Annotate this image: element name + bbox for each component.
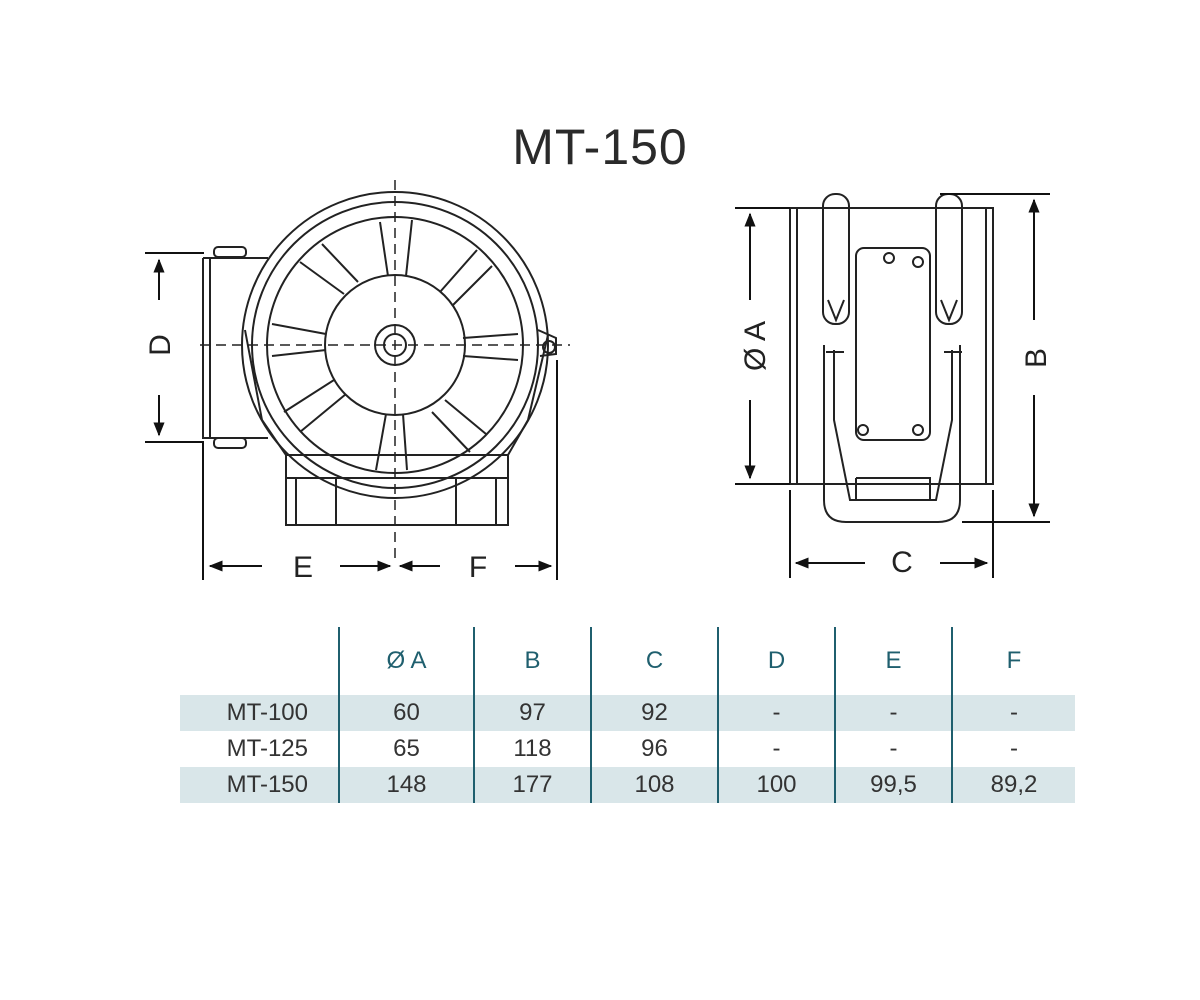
column-header: E [834, 627, 952, 695]
table-cell: 97 [473, 695, 591, 731]
mounting-tab [537, 329, 557, 357]
technical-drawing: D E F Ø A B C [144, 180, 1053, 584]
table-cell: - [717, 695, 835, 731]
duct-body [789, 207, 994, 485]
table-header-row: Ø A B C D E F [180, 627, 1075, 695]
row-model: MT-125 [226, 735, 308, 762]
side-dimensions [735, 193, 1050, 578]
table-cell: 148 [338, 767, 474, 803]
page-title: MT-150 [512, 119, 688, 175]
row-model: MT-150 [180, 767, 339, 803]
table-cell: 177 [473, 767, 591, 803]
clamp-left [822, 193, 850, 325]
label-c: C [891, 546, 913, 579]
label-b: B [1020, 348, 1053, 368]
table-cell: - [717, 731, 835, 767]
label-d: D [144, 334, 177, 356]
table-corner [180, 627, 339, 695]
table-cell: 99,5 [834, 767, 952, 803]
column-header: C [590, 627, 718, 695]
side-view [789, 193, 994, 523]
label-f: F [469, 551, 487, 584]
front-dimensions [145, 252, 558, 580]
table-cell: - [951, 731, 1075, 767]
table-cell: - [951, 695, 1075, 731]
column-header: F [951, 627, 1075, 695]
dimensions-table: Ø A B C D E F MT-100 60 97 92 - - - MT-1… [180, 627, 1075, 803]
label-e: E [293, 551, 313, 584]
table-cell: 108 [590, 767, 718, 803]
column-header: B [473, 627, 591, 695]
duct-stub [202, 257, 268, 439]
column-header: D [717, 627, 835, 695]
table-row: MT-125 65 118 96 - - - [180, 731, 1075, 767]
table-cell: 89,2 [951, 767, 1075, 803]
terminal-box [855, 247, 931, 441]
clamp-right [935, 193, 963, 325]
table-row: MT-100 60 97 92 - - - [180, 695, 1075, 731]
table-cell: 96 [590, 731, 718, 767]
table-row: MT-150 148 177 108 100 99,5 89,2 [180, 767, 1075, 803]
table-cell: 100 [717, 767, 835, 803]
fan-blades [271, 219, 519, 471]
table-cell: - [834, 695, 952, 731]
column-header: Ø A [338, 627, 474, 695]
table-cell: - [834, 731, 952, 767]
duct-tab-top [213, 246, 247, 258]
row-model: MT-100 [180, 695, 339, 731]
table-cell: 65 [338, 731, 474, 767]
mount-bracket [823, 345, 961, 523]
table-cell: 92 [590, 695, 718, 731]
front-view [200, 180, 570, 560]
table-cell: 118 [473, 731, 591, 767]
table-cell: 60 [338, 695, 474, 731]
label-diameter-a: Ø A [739, 321, 772, 371]
duct-tab-bottom [213, 437, 247, 449]
